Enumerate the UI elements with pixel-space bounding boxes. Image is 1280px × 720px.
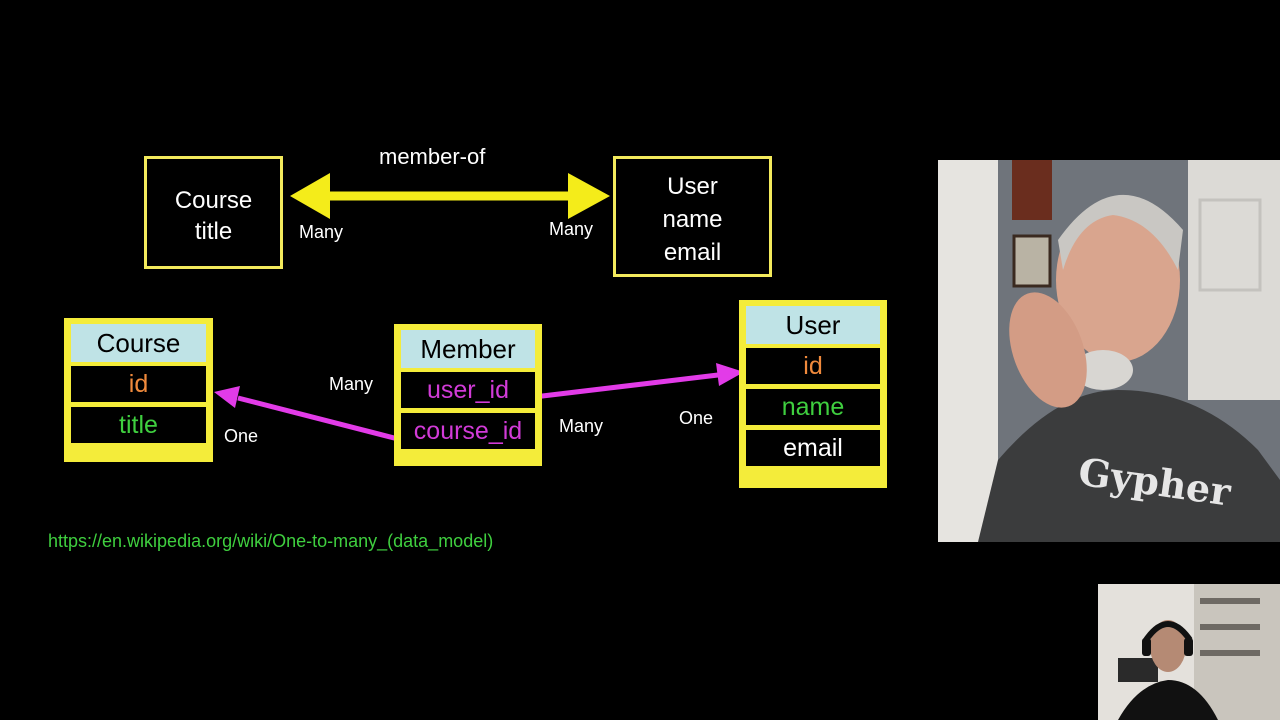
table-header: User (746, 306, 880, 344)
user-concept-attr: name (662, 206, 723, 233)
cardinality-label: Many (549, 219, 594, 239)
table-field: id (71, 366, 206, 402)
user-concept-attr: email (663, 239, 722, 266)
cardinality-label: Many (559, 416, 604, 436)
guest-webcam (1098, 584, 1280, 720)
user-concept-name: User (667, 173, 718, 200)
user-concept-box: User name email (613, 156, 772, 277)
table-header: Member (401, 330, 535, 368)
table-field: name (746, 389, 880, 425)
cardinality-label: One (224, 426, 259, 446)
course-concept-box: Course title (144, 156, 283, 269)
presenter-webcam: Gypher (938, 160, 1280, 542)
table-header: Course (71, 324, 206, 362)
user-fk-arrow (533, 363, 744, 400)
cardinality-label: One (679, 408, 714, 428)
course-table: Course id title (64, 318, 213, 462)
presenter-webcam-image: Gypher (938, 160, 1280, 542)
cardinality-label: Many (299, 222, 344, 242)
table-field: course_id (401, 413, 535, 449)
table-field: user_id (401, 372, 535, 408)
cardinality-label: Many (329, 374, 374, 394)
table-field: id (746, 348, 880, 384)
member-table: Member user_id course_id (394, 324, 542, 466)
guest-webcam-image (1098, 584, 1280, 720)
user-table: User id name email (739, 300, 887, 488)
reference-link[interactable]: https://en.wikipedia.org/wiki/One-to-man… (48, 531, 494, 551)
table-field: title (71, 407, 206, 443)
relationship-label: member-of (379, 144, 486, 169)
course-concept-name: Course (174, 187, 253, 214)
table-field: email (746, 430, 880, 466)
member-of-arrow (290, 173, 610, 219)
course-concept-attr: title (194, 218, 233, 245)
